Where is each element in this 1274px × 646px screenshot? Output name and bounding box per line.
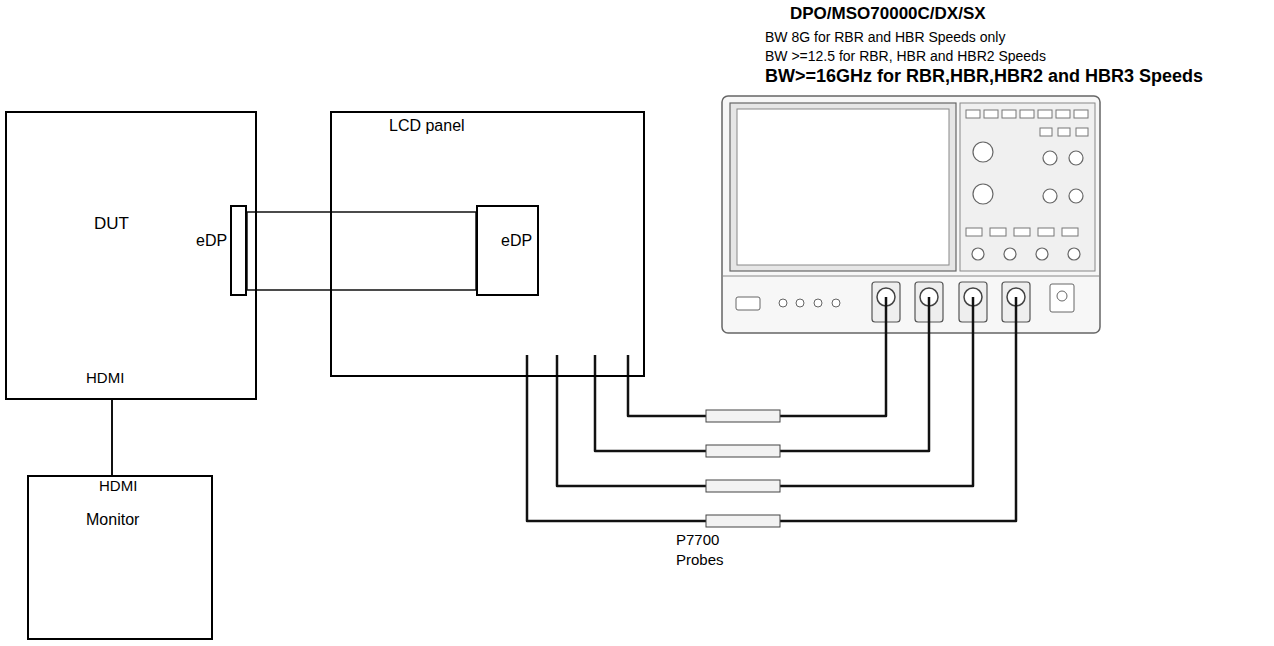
probe-body [706,410,780,422]
scope-front-buttons [779,299,840,307]
oscilloscope-drawing [722,96,1100,335]
scope-screen-frame [730,103,956,271]
node-text: BW>=16GHz for RBR,HBR,HBR2 and HBR3 Spee… [765,66,1203,88]
probe-cable [527,335,1016,521]
scope-knobs [972,142,1083,260]
scope-button [1014,228,1030,236]
scope-knob [1043,189,1057,203]
scope-button [1020,110,1034,118]
connector-box: eDP [230,205,247,296]
node-heading: eDP [196,231,227,250]
node-text: BW >=12.5 for RBR, HBR and HBR2 Speeds [765,48,1046,65]
cable-stub [594,355,597,377]
cable-stubs [527,355,628,377]
channel-cable-stubs [886,297,1016,335]
cable-stub [1015,297,1018,335]
scope-body [722,96,1100,333]
probe-body [706,480,780,492]
oscilloscope-node: DPO/MSO70000C/DX/SX BW 8G for RBR and HBR… [706,5,1268,335]
scope-channel-inputs [872,282,1030,335]
cable-stub [526,355,529,377]
scope-knob [1036,248,1048,260]
scope-knob [1004,248,1016,260]
connector-box: eDP [476,205,539,296]
scope-button [1062,228,1078,236]
node-heading: DPO/MSO70000C/DX/SX [790,4,986,24]
scope-button [1076,128,1088,136]
scope-aux-port-ring [1057,291,1067,301]
scope-aux-port [1050,284,1074,312]
node-heading: DUT [94,214,129,234]
scope-button [1038,228,1054,236]
probe-body [706,515,780,527]
node-text: BW 8G for RBR and HBR Speeds only [765,29,1005,46]
node-heading: HDMI [99,477,137,495]
cable-stub [627,355,630,377]
probe-body [706,445,780,457]
cable-stub [885,297,888,335]
scope-button [966,228,982,236]
node-text: Monitor [86,510,139,529]
probe-cable [557,335,973,486]
probe-bodies [706,410,780,527]
scope-front-button [796,299,804,307]
scope-knob [973,142,993,162]
scope-front-button [779,299,787,307]
cable-stub [972,297,975,335]
node-text: HDMI [86,369,124,387]
scope-knob [1069,189,1083,203]
scope-button [1038,110,1052,118]
scope-control-panel [960,103,1095,271]
scope-front-button [832,299,840,307]
node-heading: eDP [501,231,532,250]
probe-cable [595,335,929,451]
scope-button [1002,110,1016,118]
probe-cable [628,335,886,416]
scope-button [984,110,998,118]
scope-knob [1043,151,1057,165]
scope-screen [737,109,949,265]
scope-knob [973,184,993,204]
hdmi-cable [111,400,113,475]
scope-knob [1068,248,1080,260]
scope-button [1074,110,1088,118]
scope-panel-divider [722,276,1100,277]
panel-box: eDP LCD panel [330,111,645,377]
probe-label: P7700 Probes [676,530,734,570]
scope-power-button [736,297,760,310]
edp-cable [247,212,476,290]
scope-button [1040,128,1052,136]
scope-knob [1069,151,1083,165]
cable-stub [928,297,931,335]
scope-button [1056,110,1070,118]
scope-button [990,228,1006,236]
scope-front-button [814,299,822,307]
scope-button [966,110,980,118]
scope-buttons [966,110,1088,236]
cable-stub [556,355,559,377]
device-box: eDP DUT HDMI [5,111,257,400]
scope-knob [972,248,984,260]
node-heading: LCD panel [389,116,465,135]
scope-button [1058,128,1070,136]
monitor-box: HDMI Monitor [27,475,213,640]
